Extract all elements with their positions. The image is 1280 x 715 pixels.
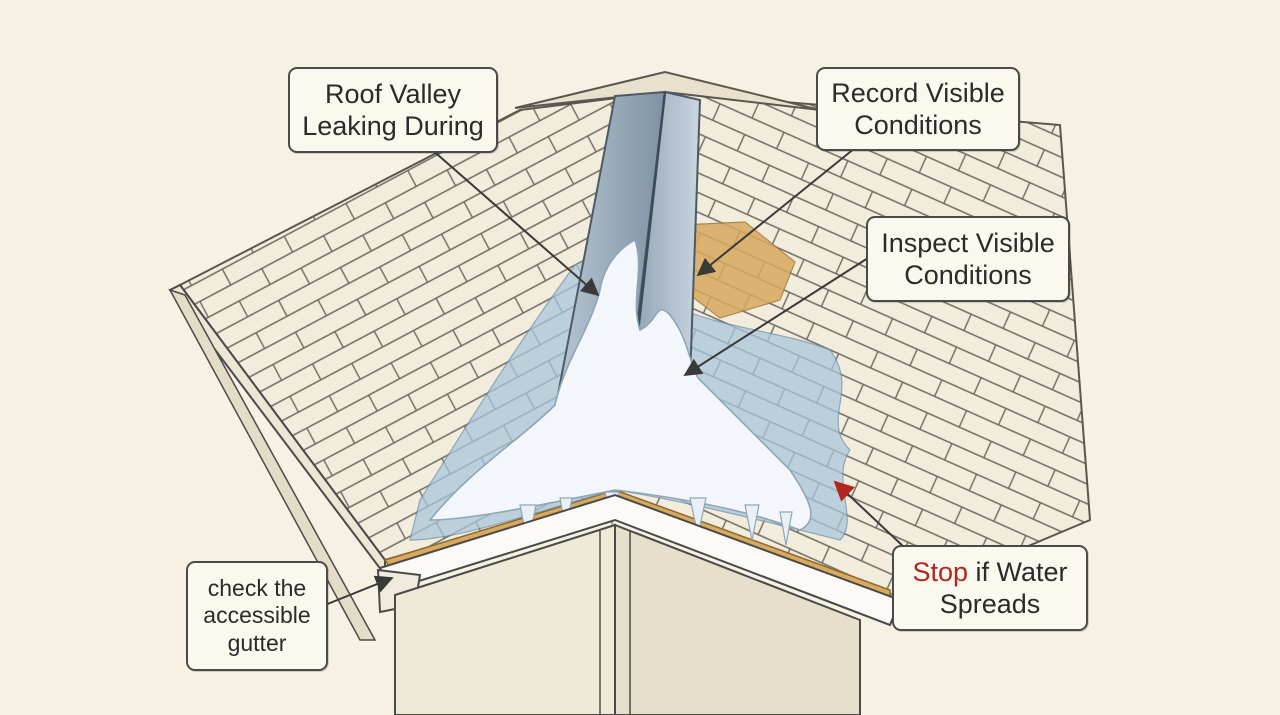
record-line2: Conditions	[854, 110, 982, 140]
gutter-line2: accessible	[203, 602, 311, 629]
gutter-leader	[324, 575, 394, 606]
check-gutter-callout: check the accessible gutter	[186, 561, 328, 671]
stop-leader	[833, 480, 906, 549]
record-leader	[696, 147, 856, 277]
stop-highlight: Stop	[912, 556, 969, 587]
roof-valley-line2: Leaking During	[302, 111, 484, 141]
inspect-conditions-callout: Inspect Visible Conditions	[866, 216, 1070, 302]
roof-valley-callout: Roof Valley Leaking During	[288, 67, 498, 153]
stop-line2: Spreads	[939, 589, 1041, 619]
record-line1: Record Visible	[831, 77, 1005, 108]
inspect-line1: Inspect Visible	[881, 227, 1055, 258]
inspect-line2: Conditions	[904, 260, 1032, 290]
stop-if-water-spreads-callout: Stop if Water Spreads	[892, 545, 1088, 631]
roof-valley-leader	[429, 147, 600, 297]
stop-line1: Stop if Water	[912, 556, 1067, 588]
gutter-line3: gutter	[227, 629, 287, 656]
record-conditions-callout: Record Visible Conditions	[816, 67, 1020, 151]
wall-left	[394, 523, 616, 715]
inspect-leader	[683, 257, 869, 376]
roof-valley-line1: Roof Valley	[324, 78, 462, 109]
gutter-line1: check the	[207, 574, 307, 601]
wall-right	[614, 523, 861, 715]
stop-rest: if Water	[968, 556, 1068, 587]
